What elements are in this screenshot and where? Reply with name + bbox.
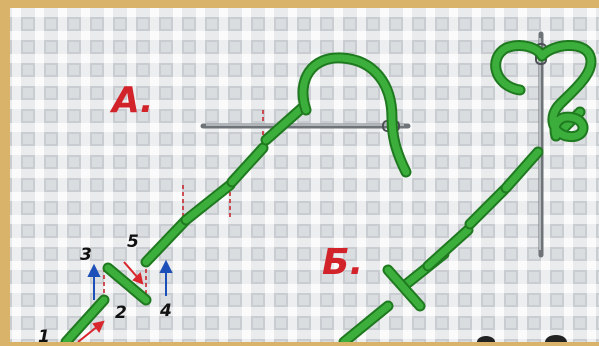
stitch-6 — [260, 102, 308, 146]
thread-loop-b — [490, 39, 597, 143]
direction-arrows — [77, 259, 173, 343]
step-number-1: 1 — [38, 327, 50, 342]
stitch-9 — [422, 224, 474, 272]
stitch-10 — [464, 184, 510, 230]
stitch-1 — [60, 294, 110, 346]
stitch-13 — [382, 264, 426, 312]
stitch-2 — [102, 262, 152, 306]
stitch-5 — [226, 142, 269, 188]
stitch-4 — [180, 179, 236, 226]
thread-loop-a — [297, 52, 412, 178]
arrow-up-icon — [87, 263, 101, 300]
stitch-3 — [140, 214, 192, 268]
arrow-up-right-icon — [77, 320, 105, 343]
step-number-2: 2 — [115, 303, 127, 323]
stitch-7 — [338, 300, 394, 346]
stitch-11 — [500, 146, 544, 194]
arrow-down-right-icon — [123, 261, 144, 285]
step-number-4: 4 — [159, 301, 172, 321]
step-number-5: 5 — [127, 232, 139, 252]
stitches — [60, 102, 586, 346]
arrow-up-icon — [159, 259, 173, 296]
label-b: Б. — [322, 242, 363, 283]
step-number-3: 3 — [80, 245, 92, 265]
label-a: А. — [109, 80, 154, 121]
